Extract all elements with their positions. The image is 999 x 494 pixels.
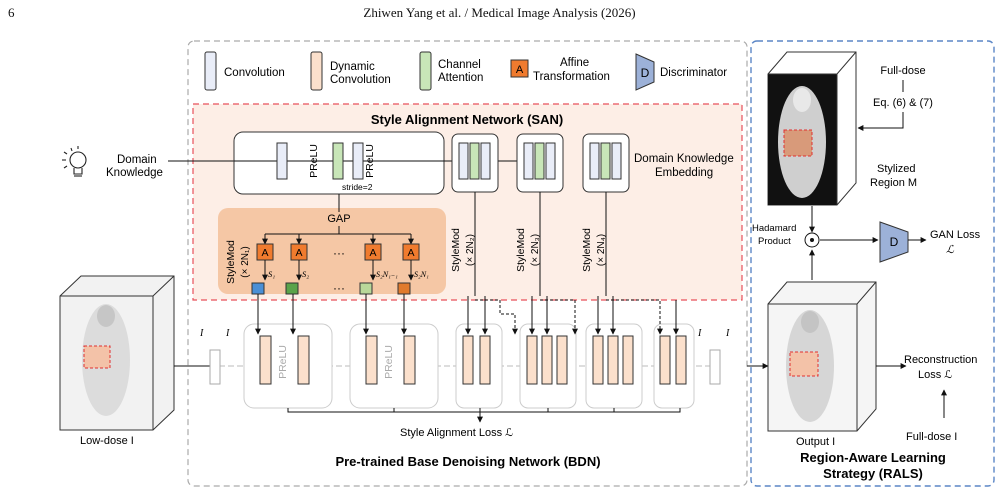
affine-2: A S₂ <box>285 234 309 295</box>
stylemod-4: StyleMod (× 2N₄) <box>581 192 607 296</box>
dke-conv-2 <box>352 142 364 180</box>
running-title: Zhiwen Yang et al. / Medical Image Analy… <box>363 5 636 20</box>
dke-conv-1 <box>276 142 288 180</box>
legend: Convolution Dynamic Convolution Channel … <box>204 51 727 91</box>
affine-3: A S₂N₁₋₁ <box>359 234 398 295</box>
rals-title-1: Region-Aware Learning <box>800 450 946 465</box>
svg-text:StyleMod: StyleMod <box>450 228 462 272</box>
stylized-region-volume <box>767 51 857 206</box>
stylemod-dots-1: ··· <box>333 246 345 260</box>
hadamard-label-2: Product <box>758 236 791 247</box>
dke-block-1 <box>451 133 499 193</box>
rals-disc-icon <box>879 221 909 263</box>
svg-text:(× 2N₄): (× 2N₄) <box>596 234 607 266</box>
lightbulb-icon <box>62 146 87 177</box>
svg-text:StyleMod: StyleMod <box>515 228 527 272</box>
full-dose-bottom-label: Full-dose I <box>906 431 957 443</box>
legend-channel-label-2: Attention <box>438 72 483 84</box>
bdn-title: Pre-trained Base Denoising Network (BDN) <box>335 454 600 469</box>
stylemod-3: StyleMod (× 2N₃) <box>515 192 541 296</box>
rals-frame <box>750 40 995 487</box>
gan-loss-label-1: GAN Loss <box>930 229 981 241</box>
page-number: 6 <box>8 5 15 20</box>
legend-disc-icon <box>635 53 655 91</box>
affine-4: A S₂N₁ <box>397 234 429 295</box>
svg-text:(× 2N₂): (× 2N₂) <box>465 234 476 266</box>
stylized-label-2: Region M <box>870 177 917 189</box>
svg-text:PReLU: PReLU <box>383 345 395 379</box>
rals-title-2: Strategy (RALS) <box>823 466 923 481</box>
bdn-block-6 <box>653 323 695 409</box>
legend-channel-label-1: Channel <box>438 59 481 71</box>
legend-conv-label: Convolution <box>224 67 285 79</box>
recon-label-1: Reconstruction <box>904 354 977 366</box>
legend-dynamic-label-2: Convolution <box>330 74 391 86</box>
recon-label-2: Loss ℒ <box>918 369 952 381</box>
i-l-label: I <box>199 328 204 339</box>
legend-disc-label: Discriminator <box>660 67 727 79</box>
bdn-block-5 <box>585 323 643 409</box>
legend-conv-icon <box>204 51 217 91</box>
stylemod-1-mult: (× 2N₁) <box>240 246 251 277</box>
dke-stride-label: stride=2 <box>342 182 373 192</box>
i-r-label: I <box>725 328 730 339</box>
bdn-block-1: PReLU <box>243 323 333 409</box>
dke-block-2 <box>516 133 564 193</box>
stylemod-2: StyleMod (× 2N₂) <box>450 192 476 296</box>
affine-1-glyph: A <box>261 247 268 259</box>
s-n1m1-label: S₂N₁₋₁ <box>376 270 398 279</box>
stylemod-dots-2: ··· <box>333 281 345 295</box>
svg-text:(× 2N₃): (× 2N₃) <box>530 234 541 266</box>
gan-loss-label-2: ℒ <box>946 244 955 256</box>
low-dose-label: Low-dose I <box>80 435 134 447</box>
legend-dynamic-label-1: Dynamic <box>330 61 375 73</box>
rals-disc-glyph: D <box>890 235 899 249</box>
align-loss-label: Style Alignment Loss ℒ <box>400 427 513 439</box>
svg-text:StyleMod: StyleMod <box>581 228 593 272</box>
output-label: Output I <box>796 436 835 448</box>
dke-prelu-1: PReLU <box>308 144 320 178</box>
dke-channel-attn <box>332 142 344 180</box>
legend-affine-icon <box>510 59 529 78</box>
i-df-label: I <box>697 328 702 339</box>
bdn-frame <box>187 40 748 487</box>
legend-affine-label-1: Affine <box>560 57 589 69</box>
svg-text:PReLU: PReLU <box>277 345 289 379</box>
gap-label: GAP <box>327 213 350 225</box>
affine-1: A S₁ <box>251 234 275 295</box>
legend-dynamic-icon <box>310 51 323 91</box>
stylemod-1-label: StyleMod <box>225 240 237 284</box>
hadamard-label-1: Hadamard <box>752 223 796 234</box>
legend-disc-glyph: D <box>641 66 650 80</box>
domain-knowledge-label-2: Knowledge <box>106 167 163 179</box>
dke-label-1: Domain Knowledge <box>634 153 734 165</box>
svg-text:A: A <box>369 247 376 259</box>
domain-knowledge-label-1: Domain <box>117 154 157 166</box>
legend-affine-label-2: Transformation <box>533 71 610 83</box>
low-dose-volume <box>59 275 175 431</box>
stylized-label-1: Stylized <box>877 163 916 175</box>
dke-label-2: Embedding <box>655 167 713 179</box>
eq-label: Eq. (6) & (7) <box>873 97 933 109</box>
svg-text:A: A <box>295 247 302 259</box>
bdn-block-4 <box>519 323 577 409</box>
align-loss-bracket <box>287 408 681 423</box>
s-n1-label: S₂N₁ <box>414 270 429 279</box>
legend-channel-icon <box>419 51 432 91</box>
bdn-block-3 <box>455 323 503 409</box>
s2-label: S₂ <box>302 269 309 279</box>
output-volume <box>767 281 877 432</box>
svg-text:A: A <box>407 247 414 259</box>
dke-block-3 <box>582 133 630 193</box>
full-dose-top-label: Full-dose <box>880 65 925 77</box>
san-title: Style Alignment Network (SAN) <box>371 112 563 127</box>
i-sf-label: I <box>225 328 230 339</box>
legend-affine-glyph: A <box>516 64 524 76</box>
s1-label: S₁ <box>268 269 275 279</box>
bdn-block-2: PReLU <box>349 323 439 409</box>
dke-prelu-2: PReLU <box>364 144 376 178</box>
stylemod-1-panel <box>218 208 446 294</box>
